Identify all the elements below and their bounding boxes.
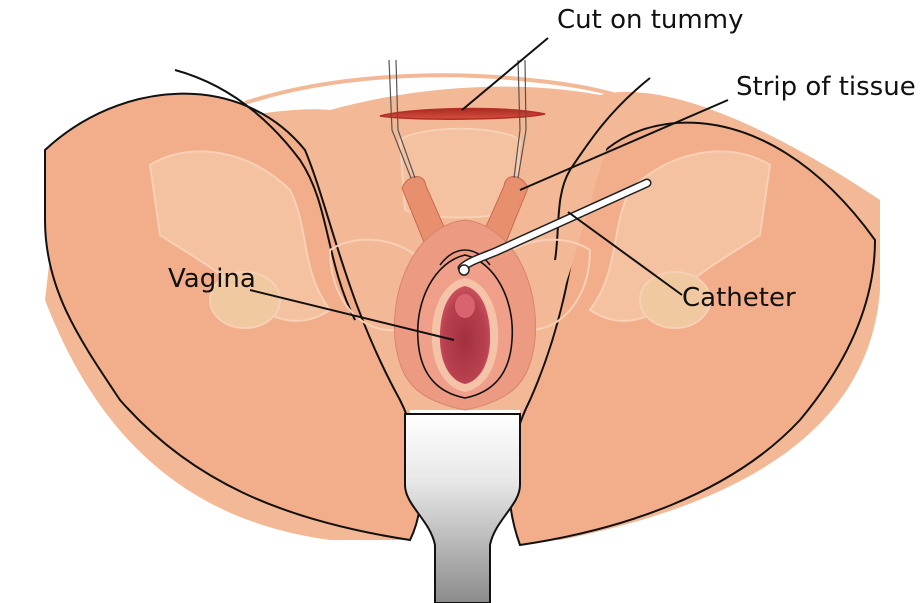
label-strip: Strip of tissue — [736, 72, 916, 102]
canal-highlight — [455, 294, 475, 318]
label-cut: Cut on tummy — [557, 5, 743, 35]
label-catheter: Catheter — [682, 283, 796, 313]
retractor — [405, 414, 520, 603]
label-vagina: Vagina — [168, 264, 256, 294]
